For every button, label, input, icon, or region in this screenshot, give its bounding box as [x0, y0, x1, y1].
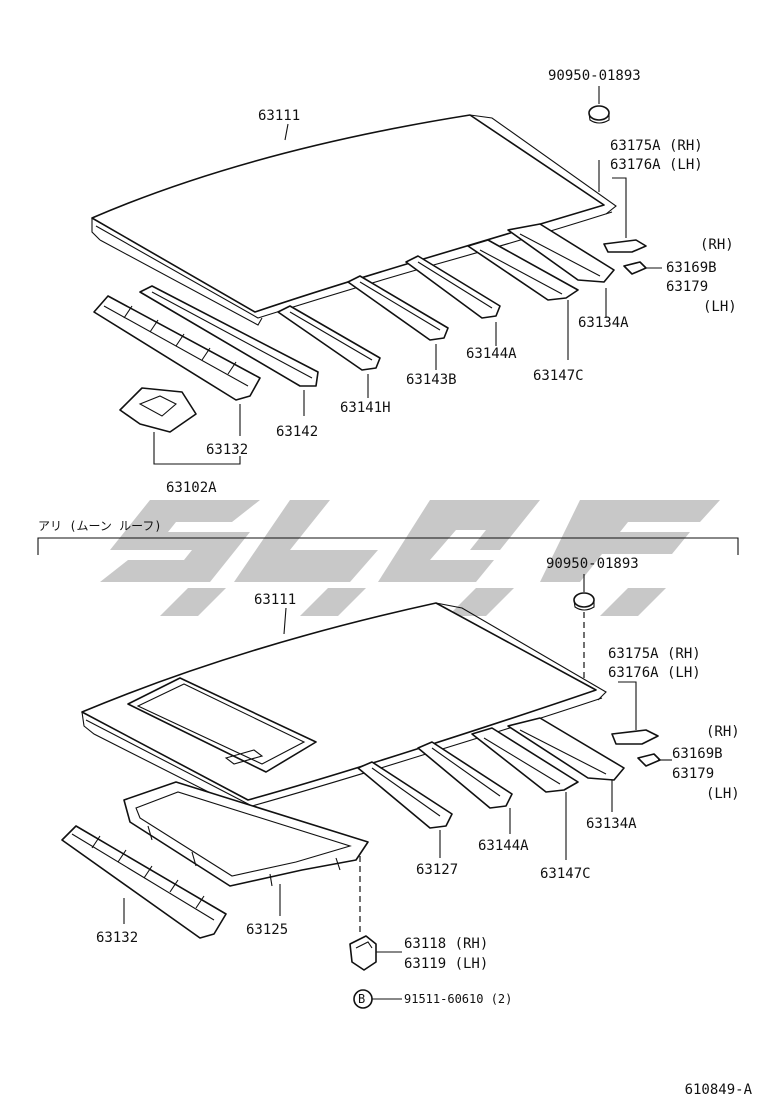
roof-rails-lower [357, 717, 625, 829]
label-rh-lower: (RH) [706, 724, 740, 740]
label-63125-lower: 63125 [246, 922, 288, 938]
grommet-90950-01893-lower [573, 592, 595, 608]
label-63144a-lower: 63144A [478, 838, 529, 854]
label-63132-upper: 63132 [206, 442, 248, 458]
lower-labels: 63111 90950-01893 63175A (RH) 63176A (LH… [96, 556, 740, 1006]
label-lh-lower: (LH) [706, 786, 740, 802]
label-91511-60610-lower: 91511-60610 (2) [404, 992, 512, 1006]
label-63102a-upper: 63102A [166, 480, 217, 496]
section-header-moon-roof: アリ (ムーン ルーフ) [38, 519, 162, 533]
label-63134a-lower: 63134A [586, 816, 637, 832]
sunroof-housing-63125 [123, 781, 369, 887]
label-63143b-upper: 63143B [406, 372, 457, 388]
front-header-63132-upper [93, 295, 261, 401]
label-63111-lower: 63111 [254, 592, 296, 608]
reinforcement-63102a-upper [119, 387, 197, 433]
upper-labels: 63111 90950-01893 63175A (RH) 63176A (LH… [166, 68, 737, 496]
label-rh-upper: (RH) [700, 237, 734, 253]
section-divider: アリ (ムーン ルーフ) [37, 519, 739, 555]
label-63147c-lower: 63147C [540, 866, 591, 882]
label-63142-upper: 63142 [276, 424, 318, 440]
label-63147c-upper: 63147C [533, 368, 584, 384]
bracket-63118-63119 [349, 935, 377, 971]
bolt-marker-letter: B [358, 992, 365, 1006]
bracket-63175a-lower [611, 729, 659, 745]
label-90950-01893-upper: 90950-01893 [548, 68, 641, 84]
lower-diagram [61, 574, 672, 1009]
label-63127-lower: 63127 [416, 862, 458, 878]
watermark-logo [100, 500, 720, 616]
label-63175a-upper: 63175A (RH) [610, 138, 703, 154]
upper-diagram [91, 86, 662, 465]
diagram-reference-code: 610849-A [685, 1082, 753, 1098]
grommet-90950-01893-upper [588, 105, 610, 121]
label-63144a-upper: 63144A [466, 346, 517, 362]
label-63169b-upper: 63169B [666, 260, 717, 276]
label-lh-upper: (LH) [703, 299, 737, 315]
label-90950-01893-lower: 90950-01893 [546, 556, 639, 572]
label-63179-lower: 63179 [672, 766, 714, 782]
label-63132-lower: 63132 [96, 930, 138, 946]
label-63176a-upper: 63176A (LH) [610, 157, 703, 173]
label-63118-lower: 63118 (RH) [404, 936, 488, 952]
label-63176a-lower: 63176A (LH) [608, 665, 701, 681]
label-63175a-lower: 63175A (RH) [608, 646, 701, 662]
label-63169b-lower: 63169B [672, 746, 723, 762]
clip-63169b-upper [623, 261, 647, 275]
label-63134a-upper: 63134A [578, 315, 629, 331]
label-63179-upper: 63179 [666, 279, 708, 295]
label-63141h-upper: 63141H [340, 400, 391, 416]
roof-rails-upper [139, 223, 615, 387]
roof-panel-63111-lower [81, 602, 607, 815]
front-header-63132-lower [61, 825, 227, 939]
label-63119-lower: 63119 (LH) [404, 956, 488, 972]
label-63111-upper: 63111 [258, 108, 300, 124]
bracket-63175a-upper [603, 239, 647, 253]
clip-63169b-lower [637, 753, 661, 767]
